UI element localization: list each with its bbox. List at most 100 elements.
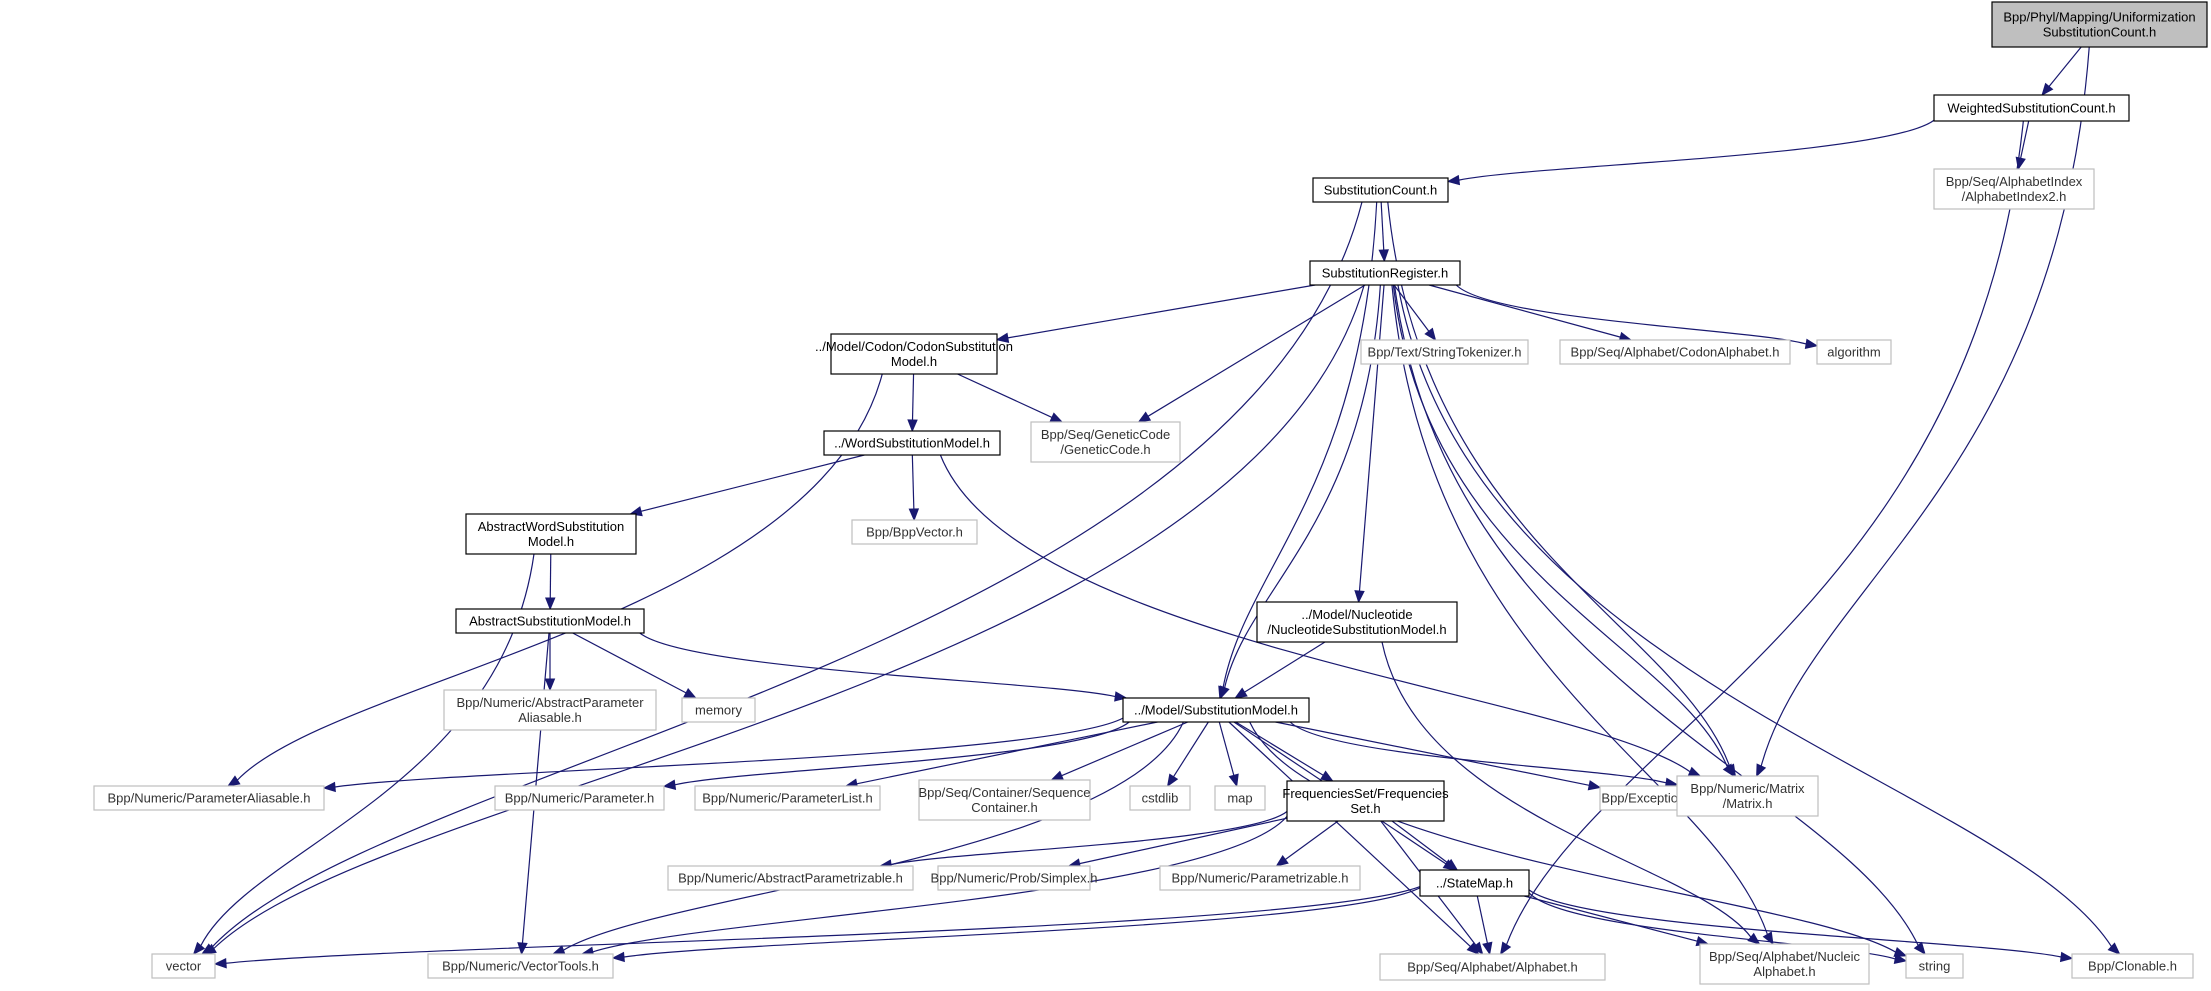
edge-asm-to-apa <box>544 633 556 692</box>
node-sc[interactable]: SubstitutionCount.h <box>1312 177 1449 203</box>
node-box <box>937 865 1091 891</box>
node-label: Bpp/Numeric/Parametrizable.h <box>1171 871 1348 886</box>
arrowhead-icon <box>1114 691 1128 702</box>
edge-root-to-mat <box>1756 46 2090 778</box>
edge-msm-to-exc <box>1275 721 1602 791</box>
edge-sr-to-vec <box>203 284 1365 955</box>
arrowhead-icon <box>1747 932 1761 945</box>
node-label: ../Model/Nucleotide <box>1301 607 1412 622</box>
node-box <box>1933 168 2095 210</box>
node-box <box>427 953 614 979</box>
node-asm[interactable]: AbstractSubstitutionModel.h <box>455 608 645 634</box>
arrowhead-icon <box>1762 931 1774 946</box>
arrowhead-icon <box>1378 249 1389 263</box>
edge-msm-to-vt <box>551 721 1184 955</box>
edge-csm-to-wsm <box>907 373 918 433</box>
edge-wsc-to-sc <box>1446 119 1935 186</box>
node-box <box>1030 421 1181 463</box>
edge-wsm-to-awsm <box>629 454 865 517</box>
node-label: Bpp/Seq/Alphabet/Nucleic <box>1709 949 1861 964</box>
arrowhead-icon <box>995 332 1010 343</box>
node-st: Bpp/Text/StringTokenizer.h <box>1360 339 1529 365</box>
arrowhead-icon <box>1234 687 1248 699</box>
node-label: Bpp/Seq/AlphabetIndex <box>1946 174 2083 189</box>
arrowhead-icon <box>1893 947 1908 957</box>
node-wsc[interactable]: WeightedSubstitutionCount.h <box>1933 94 2130 122</box>
node-label: Bpp/Text/StringTokenizer.h <box>1368 345 1522 360</box>
arrowhead-icon <box>1444 858 1459 871</box>
arrowhead-icon <box>1049 412 1064 423</box>
node-box <box>1159 865 1361 891</box>
node-map: map <box>1214 785 1266 811</box>
node-parz: Bpp/Numeric/Parametrizable.h <box>1159 865 1361 891</box>
node-label: Aliasable.h <box>518 710 582 725</box>
arrowhead-icon <box>1913 941 1926 956</box>
node-label: Bpp/Seq/Alphabet/Alphabet.h <box>1407 960 1578 975</box>
arrowhead-icon <box>213 958 227 969</box>
edge-nsm-to-na <box>1381 641 1761 945</box>
node-box <box>1816 339 1892 365</box>
node-label: Set.h <box>1350 801 1380 816</box>
node-ai2: Bpp/Seq/AlphabetIndex/AlphabetIndex2.h <box>1933 168 2095 210</box>
node-vt: Bpp/Numeric/VectorTools.h <box>427 953 614 979</box>
arrowhead-icon <box>1424 327 1437 342</box>
edge-sr-to-algo <box>1455 284 1819 350</box>
arrowhead-icon <box>192 941 206 956</box>
node-root[interactable]: Bpp/Phyl/Mapping/UniformizationSubstitut… <box>1991 1 2208 48</box>
node-label: ../StateMap.h <box>1436 876 1513 891</box>
arrowhead-icon <box>1499 941 1512 956</box>
arrowhead-icon <box>1893 953 1908 964</box>
node-sm[interactable]: ../StateMap.h <box>1419 869 1530 897</box>
node-clon: Bpp/Clonable.h <box>2071 953 2194 979</box>
edge-fs-to-parz <box>1275 820 1339 867</box>
node-box <box>1676 775 1819 817</box>
node-label: FrequenciesSet/Frequencies <box>1282 786 1449 801</box>
node-msm[interactable]: ../Model/SubstitutionModel.h <box>1122 697 1310 723</box>
arrowhead-icon <box>1587 780 1602 791</box>
arrowhead-icon <box>1050 770 1065 781</box>
nodes-layer: Bpp/Phyl/Mapping/UniformizationSubstitut… <box>93 1 2208 985</box>
node-label: cstdlib <box>1142 791 1179 806</box>
node-box <box>1312 177 1449 203</box>
node-box <box>1214 785 1266 811</box>
node-label: algorithm <box>1827 345 1880 360</box>
node-box <box>1129 785 1191 811</box>
edge-asm-to-msm <box>639 632 1128 702</box>
node-label: /GeneticCode.h <box>1060 442 1150 457</box>
node-label: ../Model/Codon/CodonSubstitution <box>815 339 1013 354</box>
edge-msm-to-pa <box>322 717 1124 793</box>
arrowhead-icon <box>1482 941 1493 956</box>
edge-msm-to-fs <box>1235 721 1334 782</box>
edge-wsm-to-bv <box>908 454 920 522</box>
edge-msm-to-mat <box>1289 721 1679 788</box>
node-label: Bpp/Numeric/AbstractParameter <box>456 695 644 710</box>
edge-sm-to-vt <box>611 887 1421 963</box>
node-box <box>694 785 881 811</box>
node-wsm[interactable]: ../WordSubstitutionModel.h <box>823 430 1001 456</box>
node-label: Alphabet.h <box>1753 964 1815 979</box>
arrowhead-icon <box>1471 941 1484 956</box>
arrowhead-icon <box>545 597 556 611</box>
node-box <box>1379 953 1606 981</box>
node-box <box>1991 1 2208 48</box>
node-ca: Bpp/Seq/Alphabet/CodonAlphabet.h <box>1559 339 1791 365</box>
node-fs[interactable]: FrequenciesSet/FrequenciesSet.h <box>1282 780 1449 822</box>
node-box <box>1905 953 1964 979</box>
edge-fs-to-sm <box>1391 820 1459 871</box>
node-box <box>1559 339 1791 365</box>
node-sr[interactable]: SubstitutionRegister.h <box>1309 260 1461 286</box>
edge-csm-to-gc <box>957 373 1064 423</box>
edge-msm-to-str <box>1249 721 1908 957</box>
node-mem: memory <box>681 697 756 723</box>
edge-sc-to-vec <box>200 201 1363 955</box>
node-gc: Bpp/Seq/GeneticCode/GeneticCode.h <box>1030 421 1181 463</box>
node-nsm[interactable]: ../Model/Nucleotide/NucleotideSubstituti… <box>1256 601 1458 643</box>
arrowhead-icon <box>1320 770 1334 782</box>
edge-sr-to-ca <box>1428 284 1633 343</box>
edge-msm-to-scont <box>1050 721 1189 781</box>
arrowhead-icon <box>1804 338 1819 350</box>
arrowhead-icon <box>611 951 625 963</box>
